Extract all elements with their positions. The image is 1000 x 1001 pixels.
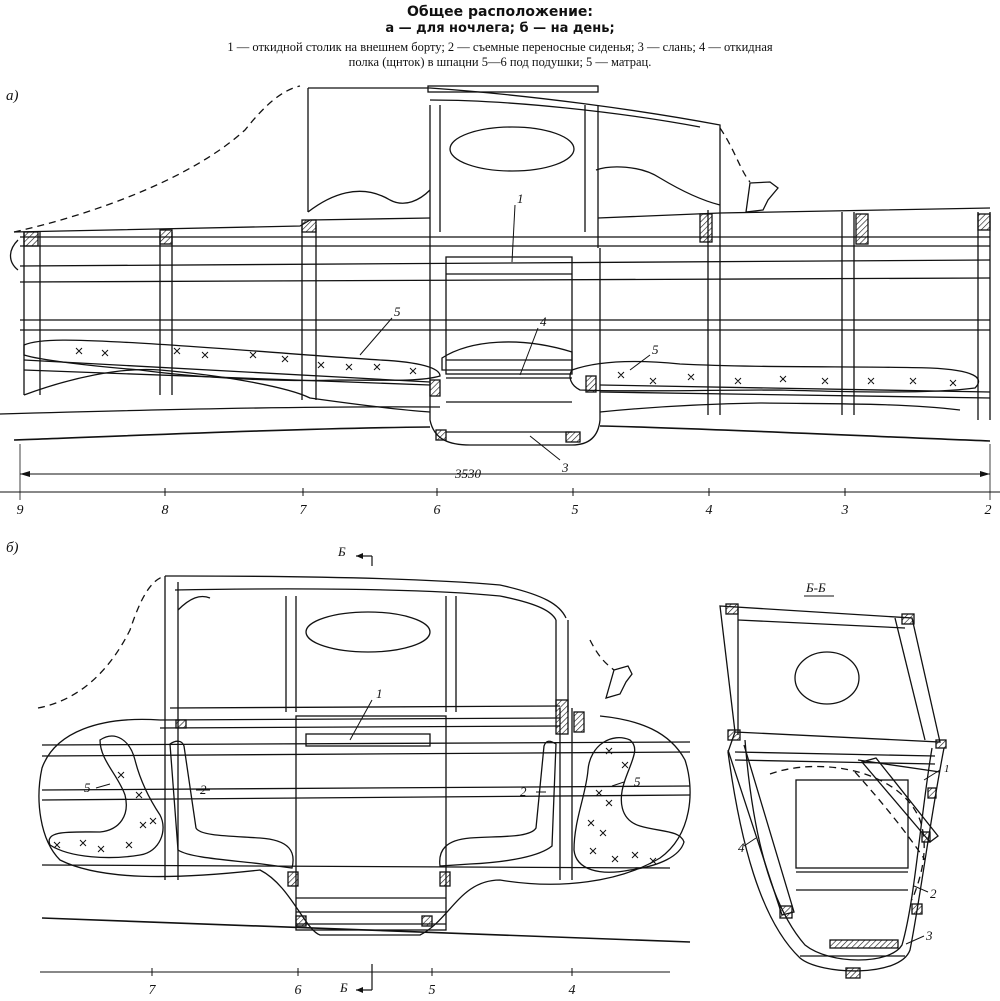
- view-b-seat-right: [439, 740, 557, 867]
- view-a-dimension: 3530: [454, 466, 482, 481]
- callout-1-table: 1: [376, 686, 383, 701]
- view-a-frame-label: 9: [17, 503, 24, 518]
- view-b-seat-left: [169, 740, 294, 869]
- callout-5-mattress: 5: [84, 780, 91, 795]
- view-b-window: [305, 611, 431, 653]
- view-b-mattress-right: [573, 737, 685, 873]
- view-a-label: а): [6, 88, 19, 104]
- view-a-frame-label: 5: [572, 503, 579, 518]
- section-title: Б-Б: [805, 580, 826, 595]
- view-a-mattress-right: [569, 360, 980, 393]
- section-cabin-roof: [719, 605, 941, 743]
- view-b-mattress-marks: [53, 747, 657, 865]
- view-b-hull-outline: [38, 715, 691, 936]
- callout-5-mattress: 5: [634, 774, 641, 789]
- section-mark-bottom: Б: [339, 980, 348, 995]
- view-a-folding-table: [445, 256, 573, 375]
- callout-1-table: 1: [944, 763, 950, 775]
- view-b-canopy-outline: [37, 575, 166, 709]
- view-b-frame-label: 6: [295, 983, 302, 998]
- view-a-cabin-roof: [307, 87, 721, 212]
- legend-line-1: 1 — откидной столик на внешнем борту; 2 …: [227, 40, 773, 54]
- callout-3-floorboard: 3: [925, 928, 933, 943]
- view-a-frame-label: 4: [706, 503, 713, 518]
- view-a-mattress-left: [23, 339, 441, 382]
- view-a-mattress-marks: [75, 347, 957, 387]
- view-b-frame-label: 5: [429, 983, 436, 998]
- legend-line-2: полка (щнток) в шпацни 5—6 под подушки; …: [348, 55, 652, 69]
- callout-2-seat: 2: [520, 784, 527, 799]
- section-view-b-b: [719, 595, 947, 979]
- callout-1-table: 1: [517, 191, 524, 206]
- callout-4-shelf: 4: [540, 314, 547, 329]
- callout-2-seat: 2: [200, 782, 207, 797]
- view-b-frame-label: 7: [149, 983, 157, 998]
- view-b-mattress-left: [48, 735, 164, 859]
- drawing-title: Общее расположение:: [407, 4, 593, 20]
- view-b-folding-table: [305, 733, 431, 747]
- view-b-cabin-roof: [165, 575, 567, 619]
- callout-3-floorboard: 3: [561, 460, 569, 475]
- callout-4-shelf: 4: [738, 840, 745, 855]
- view-a-frame-label: 8: [162, 503, 169, 518]
- view-b-day-layout: б): [6, 540, 691, 993]
- view-a-frame-label: 3: [841, 503, 849, 518]
- section-window: [794, 651, 860, 705]
- callout-5-mattress: 5: [652, 342, 659, 357]
- section-mark-top: Б: [337, 544, 346, 559]
- view-a-night-layout: а): [0, 85, 1000, 500]
- section-floorboard: [829, 939, 899, 949]
- view-a-window: [449, 126, 575, 172]
- view-a-frame-label: 6: [434, 503, 441, 518]
- view-b-frame-label: 4: [569, 983, 576, 998]
- view-b-label: б): [6, 540, 19, 556]
- view-a-cushion: [441, 341, 573, 371]
- view-a-canopy-outline: [13, 85, 301, 233]
- callout-5-mattress: 5: [394, 304, 401, 319]
- view-a-frame-label: 2: [985, 503, 992, 518]
- header: Общее расположение: а — для ночлега; б —…: [0, 0, 1000, 72]
- drawing-subtitle: а — для ночлега; б — на день;: [385, 21, 615, 36]
- section-seat: [795, 779, 909, 869]
- view-a-frame-label: 7: [300, 503, 308, 518]
- section-folding-table: [860, 757, 939, 843]
- callout-2-seat: 2: [930, 886, 937, 901]
